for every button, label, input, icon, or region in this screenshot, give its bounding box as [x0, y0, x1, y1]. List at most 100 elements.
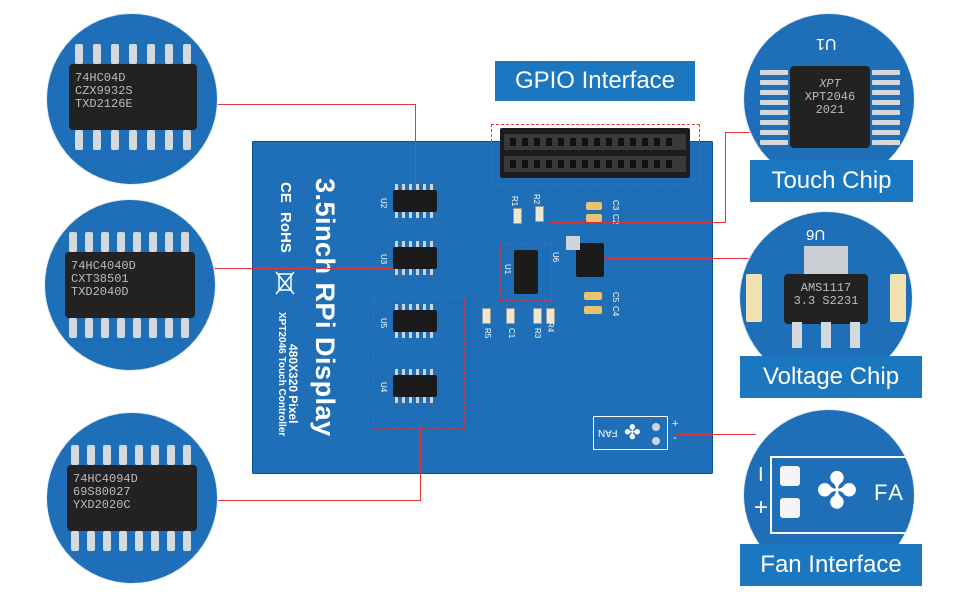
leader-volt-h	[604, 258, 750, 259]
cap-c2	[586, 214, 602, 222]
zoom-touch-pins	[760, 70, 900, 145]
fan-interface-label: Fan Interface	[740, 544, 922, 586]
ref-r1: R1	[510, 196, 519, 207]
leader-touch-h1	[725, 132, 750, 133]
zoom-u3-line1: 74HC4040D	[71, 259, 136, 273]
ref-c1: C1	[507, 328, 516, 339]
zoom-voltage: U6 AMS1117 3.3 S2231	[740, 212, 912, 384]
resistor-r5	[482, 308, 491, 324]
zoom-touch-chip: XPT XPT2046 2021	[790, 66, 870, 148]
resistor-r3	[533, 308, 542, 324]
ref-c3: C3	[611, 200, 620, 211]
fan-minus-board: -	[673, 432, 677, 444]
zoom-fan-pin-plus	[780, 498, 800, 518]
resistor-r4	[546, 308, 555, 324]
zoom-u3: 74HC4040D CXT38501 TXD2040D	[45, 200, 215, 370]
zoom-u4-chip: 74HC4094D 69S80027 YXD2020C	[67, 465, 197, 531]
cap-c3	[586, 202, 602, 210]
resistor-r2	[535, 206, 544, 222]
zoom-fan-pin-minus	[780, 466, 800, 486]
zoom-u4-line3: YXD2020C	[73, 498, 131, 512]
ref-u2: U2	[379, 198, 388, 209]
leader-u2-v	[415, 104, 416, 190]
zoom-u3-line2: CXT38501	[71, 272, 129, 286]
zoom-u2-chip: 74HC04D CZX9932S TXD2126E	[69, 64, 197, 130]
resistor-r1	[513, 208, 522, 224]
leader-touch-v	[725, 132, 726, 222]
zoom-touch-logo: XPT	[819, 77, 841, 91]
zoom-volt-cap-left	[746, 274, 762, 322]
leader-u2-h	[213, 104, 415, 105]
zoom-u2-line3: TXD2126E	[75, 97, 133, 111]
leader-u4-h	[216, 500, 421, 501]
u4-u5-highlight	[373, 297, 465, 429]
ref-u6: U6	[551, 252, 560, 263]
zoom-fan-icon: ✤	[816, 463, 858, 519]
gpio-header	[500, 128, 690, 178]
fan-icon-board: ✤	[624, 422, 641, 444]
touch-highlight	[500, 243, 552, 301]
zoom-fan-text: FA	[874, 480, 905, 505]
chip-u3	[393, 247, 437, 269]
chip-u4	[393, 375, 437, 397]
zoom-u2-line1: 74HC04D	[75, 71, 126, 85]
ref-r5: R5	[483, 328, 492, 339]
fan-plus-board: +	[672, 418, 679, 430]
zoom-volt-cap-right	[890, 274, 906, 322]
ce-mark: CE	[277, 182, 294, 203]
zoom-touch-ref: U1	[816, 35, 837, 52]
board-controller: XPT2046 Touch Controller	[276, 312, 287, 437]
zoom-volt-chip: AMS1117 3.3 S2231	[784, 274, 868, 324]
ref-r2: R2	[532, 194, 541, 205]
zoom-u3-chip: 74HC4040D CXT38501 TXD2040D	[65, 252, 195, 318]
ref-r4: R4	[546, 322, 555, 333]
zoom-u4-line2: 69S80027	[73, 485, 131, 499]
gpio-highlight	[491, 124, 700, 186]
ref-u1: U1	[503, 264, 512, 275]
zoom-volt-ref: U6	[806, 226, 826, 243]
ref-u5: U5	[379, 318, 388, 329]
ref-r3: R3	[533, 328, 542, 339]
board-resolution: 480X320 Pixel	[286, 344, 300, 424]
chip-u1-board	[514, 250, 538, 294]
gpio-label: GPIO Interface	[495, 61, 695, 101]
zoom-u2-line2: CZX9932S	[75, 84, 133, 98]
zoom-volt-line1: AMS1117	[800, 281, 852, 295]
zoom-u4: 74HC4094D 69S80027 YXD2020C	[47, 413, 217, 583]
cap-c1	[506, 308, 515, 324]
zoom-fan-minus: I	[758, 464, 764, 486]
ref-c5: C5	[611, 292, 620, 303]
zoom-fan-plus: +	[754, 494, 769, 521]
zoom-volt-tab	[804, 246, 848, 276]
leader-touch-h2	[550, 222, 726, 223]
zoom-u3-line3: TXD2040D	[71, 285, 129, 299]
leader-u4-v	[420, 427, 421, 501]
fan-pin-minus	[652, 437, 660, 445]
touch-chip-label: Touch Chip	[750, 160, 913, 202]
zoom-volt-line2: 3.3 S2231	[793, 294, 859, 308]
chip-u6-board	[576, 243, 604, 277]
zoom-touch-line1: XPT2046	[804, 90, 856, 104]
fan-text-board: FAN	[598, 427, 618, 438]
voltage-chip-label: Voltage Chip	[740, 356, 922, 398]
fan-pin-plus	[652, 423, 660, 431]
zoom-u3-pins	[69, 232, 189, 338]
zoom-u4-pins	[71, 445, 191, 551]
rohs-mark: RoHS	[277, 212, 294, 253]
cap-c4	[584, 306, 602, 314]
gpio-pins	[504, 134, 686, 172]
zoom-volt-pins	[792, 322, 860, 348]
leader-fan-h	[676, 434, 756, 435]
weee-icon	[275, 271, 295, 295]
cap-c5	[584, 292, 602, 300]
zoom-touch-line2: 2021	[815, 103, 845, 117]
zoom-u2: 74HC04D CZX9932S TXD2126E	[47, 14, 217, 184]
chip-pins-board	[395, 184, 433, 403]
pcb-board	[252, 141, 713, 474]
ref-u4: U4	[379, 382, 388, 393]
zoom-fan-connector	[770, 456, 914, 534]
chip-u2	[393, 190, 437, 212]
ref-u3: U3	[379, 254, 388, 265]
fan-connector-board: ✤ FAN	[593, 416, 668, 450]
board-title: 3.5inch RPi Display	[310, 178, 340, 437]
